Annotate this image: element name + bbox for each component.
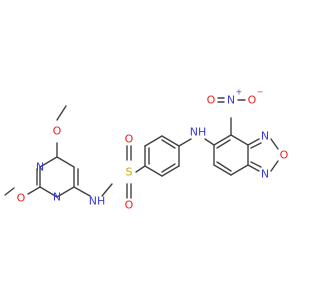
bond bbox=[230, 134, 249, 146]
bond bbox=[27, 186, 41, 195]
bond bbox=[213, 164, 232, 176]
atom-labels: O O N N NH S O O NH N + O O − N O N bbox=[17, 88, 289, 212]
atom-o-nitro-left: O bbox=[207, 94, 216, 107]
molecule-structure: O O N N NH S O O NH N + O O − N O N bbox=[4, 88, 289, 212]
atom-n-pyrimidine-top: N bbox=[36, 161, 44, 174]
bond bbox=[144, 165, 163, 177]
bond bbox=[216, 161, 232, 172]
atom-n-nitro: N bbox=[227, 94, 235, 107]
atom-o-nitro-right: O bbox=[248, 94, 257, 107]
bond bbox=[204, 138, 215, 146]
bond bbox=[250, 161, 262, 168]
bond bbox=[161, 135, 180, 147]
atom-o-sulfonyl-bottom: O bbox=[125, 199, 134, 212]
bond bbox=[135, 165, 146, 173]
charge-plus: + bbox=[236, 88, 243, 97]
atom-n-oxadiazole-bottom: N bbox=[261, 168, 269, 181]
bond bbox=[247, 164, 260, 172]
atom-s-sulfonyl: S bbox=[126, 166, 133, 179]
bonds bbox=[4, 97, 279, 199]
atom-o-sulfonyl-top: O bbox=[125, 133, 134, 146]
atom-nh-amine: NH bbox=[190, 126, 207, 139]
bond bbox=[250, 142, 262, 149]
bond bbox=[216, 139, 231, 149]
bond bbox=[161, 139, 176, 149]
bond bbox=[56, 156, 75, 168]
bond bbox=[178, 138, 192, 147]
bond bbox=[39, 186, 58, 198]
bond bbox=[213, 134, 232, 146]
charge-minus: − bbox=[257, 88, 264, 97]
atom-n-oxadiazole-top: N bbox=[261, 130, 269, 143]
atom-n-pyrimidine-bottom: N bbox=[53, 191, 61, 204]
bond bbox=[56, 186, 75, 198]
bond bbox=[39, 156, 58, 168]
bond bbox=[101, 183, 113, 197]
atom-o-oxadiazole: O bbox=[280, 149, 289, 162]
atom-o-methoxy-top: O bbox=[53, 125, 62, 138]
bond bbox=[161, 163, 176, 173]
bond bbox=[270, 160, 279, 172]
bond bbox=[73, 186, 91, 197]
bond bbox=[270, 138, 279, 150]
bond bbox=[161, 165, 180, 177]
atom-nh-sulfonamide: NH bbox=[89, 195, 106, 208]
bond bbox=[247, 138, 260, 146]
bond bbox=[230, 164, 249, 176]
bond bbox=[144, 135, 163, 147]
atom-o-methoxy-left: O bbox=[17, 192, 26, 205]
bond bbox=[4, 187, 15, 196]
bond bbox=[56, 105, 67, 121]
